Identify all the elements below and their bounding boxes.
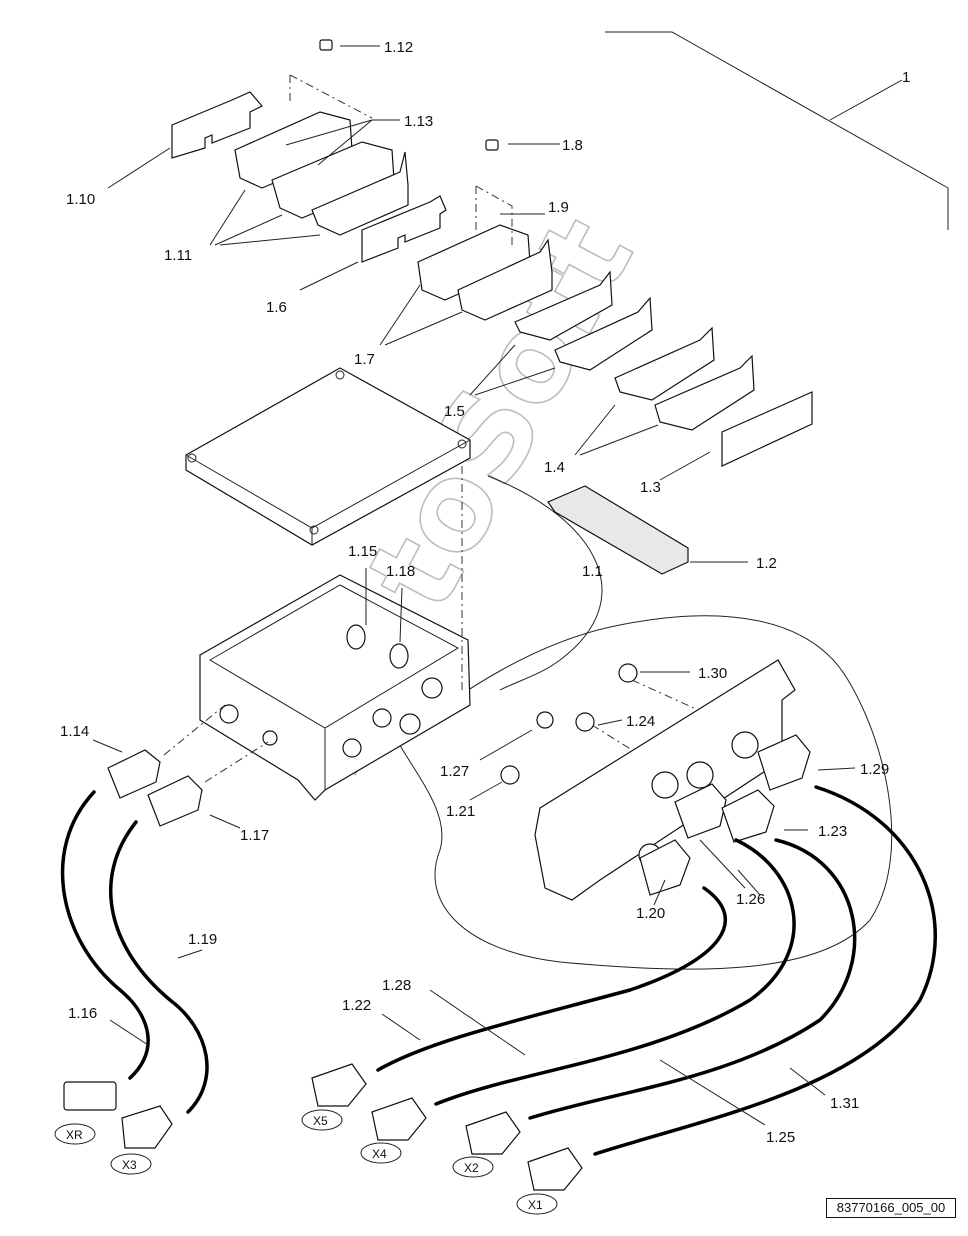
detail-outline [397, 615, 893, 970]
assembly-lines [163, 74, 739, 783]
callout-1-2: 1.2 [756, 555, 777, 572]
enclosure-lid [185, 367, 471, 546]
callout-1-18: 1.18 [386, 563, 415, 580]
callout-1-25: 1.25 [766, 1129, 795, 1146]
callout-1-10: 1.10 [66, 191, 95, 208]
callout-1-14: 1.14 [60, 723, 89, 740]
callout-1-11: 1.11 [164, 247, 192, 264]
callout-1-19: 1.19 [188, 931, 217, 948]
callout-1-23: 1.23 [818, 823, 847, 840]
document-id: 83770166_005_00 [836, 1200, 946, 1215]
callout-1-26: 1.26 [736, 891, 765, 908]
callout-1-1: 1.1 [582, 563, 603, 580]
connector-label-x3: X3 [122, 1158, 137, 1172]
cable-glands-left [107, 749, 203, 827]
callout-1-9: 1.9 [548, 199, 569, 216]
connector-label-xr: XR [66, 1128, 83, 1142]
cables [60, 785, 937, 1156]
callout-1-27: 1.27 [440, 763, 469, 780]
callout-1-6: 1.6 [266, 299, 287, 316]
callout-1-4: 1.4 [544, 459, 565, 476]
terminal-blocks-right [417, 139, 755, 431]
terminal-block-group-upper [171, 39, 409, 236]
callout-1-15: 1.15 [348, 543, 377, 560]
leader-lines [92, 45, 903, 1126]
callout-1-7: 1.7 [354, 351, 375, 368]
connector-label-x4: X4 [372, 1147, 387, 1161]
callout-1-22: 1.22 [342, 997, 371, 1014]
callout-1-21: 1.21 [446, 803, 475, 820]
enclosure-body [199, 574, 471, 801]
document-id-box: 83770166_005_00 [826, 1198, 956, 1218]
callout-1: 1 [902, 69, 910, 86]
assembly-bracket [605, 31, 949, 230]
callout-1-12: 1.12 [384, 39, 413, 56]
connector-label-x5: X5 [313, 1114, 328, 1128]
detail-bracket [500, 659, 811, 901]
callout-1-24: 1.24 [626, 713, 655, 730]
callout-1-17: 1.17 [240, 827, 269, 844]
din-rail-1-2 [547, 485, 689, 575]
connector-label-x1: X1 [528, 1198, 543, 1212]
connector-label-x2: X2 [464, 1161, 479, 1175]
callout-1-29: 1.29 [860, 761, 889, 778]
callout-1-28: 1.28 [382, 977, 411, 994]
callout-1-31: 1.31 [830, 1095, 859, 1112]
callout-1-8: 1.8 [562, 137, 583, 154]
callout-1-30: 1.30 [698, 665, 727, 682]
cover-plate-1-6 [361, 195, 447, 263]
callout-1-5: 1.5 [444, 403, 465, 420]
label-plate-1-3 [721, 391, 813, 467]
connector-heads [63, 1063, 583, 1191]
callout-1-20: 1.20 [636, 905, 665, 922]
connector-labels: XR X3 X5 X4 X2 X1 [54, 1109, 558, 1215]
lens-arc [487, 475, 603, 691]
callout-1-16: 1.16 [68, 1005, 97, 1022]
callout-1-3: 1.3 [640, 479, 661, 496]
callout-1-13: 1.13 [404, 113, 433, 130]
callout-labels: 1 1.12 1.13 1.8 1.10 1.9 1.11 1.6 1.7 1.… [60, 39, 910, 1146]
